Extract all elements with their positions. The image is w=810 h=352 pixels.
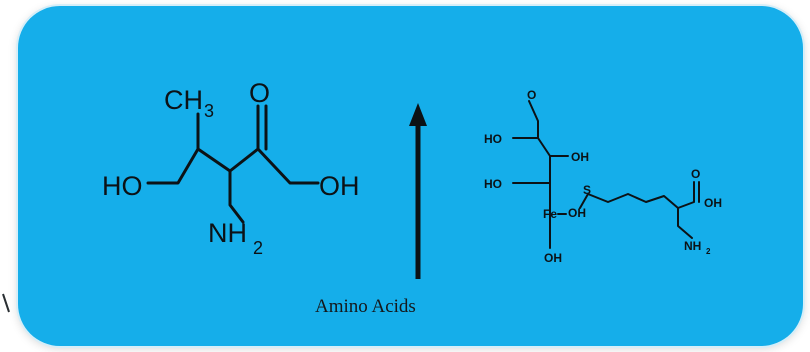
left-molecule: CH 3 O HO OH NH 2 xyxy=(102,78,360,258)
carbonyl-oxygen-label: O xyxy=(249,78,270,108)
right-oh-1-label: OH xyxy=(571,150,589,164)
right-skeleton-bonds xyxy=(512,100,700,249)
amine-subscript: 2 xyxy=(253,238,263,258)
right-amine-subscript: 2 xyxy=(706,247,711,256)
left-edge-fragment xyxy=(2,293,10,313)
arrow-head xyxy=(409,103,427,126)
center-atom-label: Fe xyxy=(543,207,557,221)
right-ho-1-label: HO xyxy=(484,132,502,146)
acid-hydroxyl-label: OH xyxy=(704,196,722,210)
vertical-arrow xyxy=(409,103,427,279)
right-amine-label: NH xyxy=(684,239,701,253)
right-oh-2-label: OH xyxy=(568,206,586,220)
right-molecule: O HO OH HO S Fe OH O OH NH 2 OH xyxy=(484,88,722,265)
right-ho-2-label: HO xyxy=(484,177,502,191)
amine-label: NH xyxy=(208,218,247,248)
diagram-panel: CH 3 O HO OH NH 2 Amino Acids O HO OH HO… xyxy=(18,6,803,346)
diagram-canvas: CH 3 O HO OH NH 2 Amino Acids O HO OH HO… xyxy=(102,78,722,317)
right-hydroxyl-label: OH xyxy=(319,171,360,201)
bottom-hydroxyl-label: OH xyxy=(544,251,562,265)
methyl-label: CH xyxy=(164,85,203,115)
methyl-subscript: 3 xyxy=(204,101,214,121)
caption-text: Amino Acids xyxy=(315,296,416,317)
top-oxygen-label: O xyxy=(527,88,536,102)
left-skeleton-bonds xyxy=(146,104,320,224)
acid-carbonyl-oxygen-label: O xyxy=(691,167,700,181)
left-hydroxyl-label: HO xyxy=(102,171,143,201)
sulfur-label: S xyxy=(583,183,591,197)
